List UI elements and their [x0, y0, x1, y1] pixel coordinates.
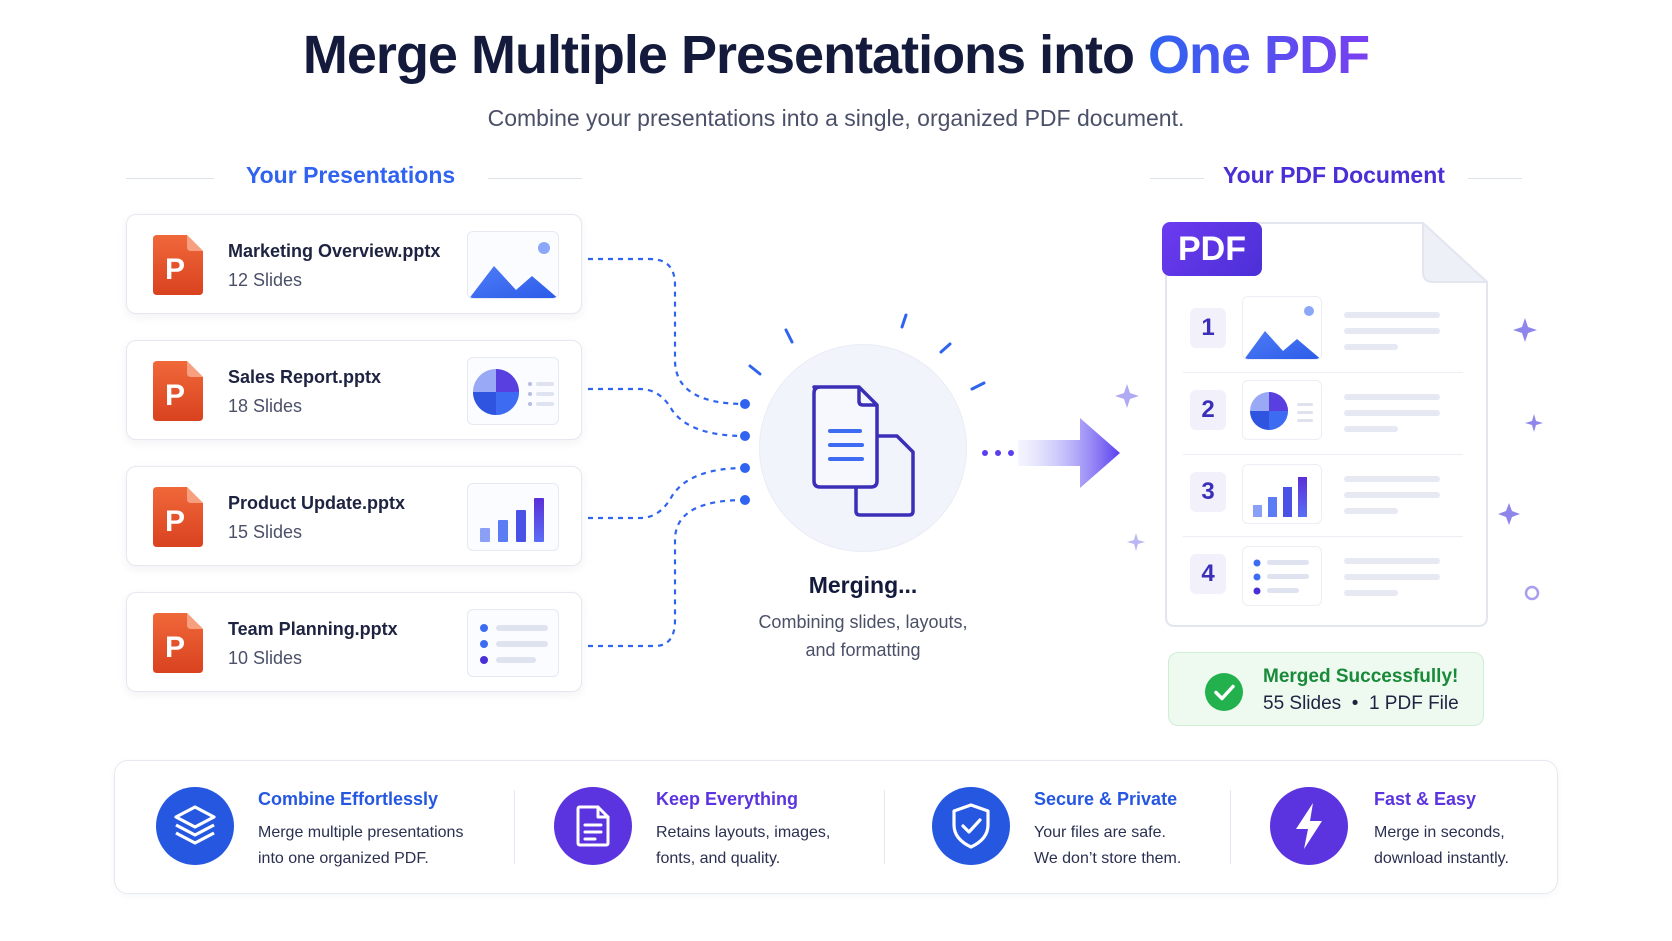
pdf-document-heading: Your PDF Document — [1223, 162, 1445, 188]
presentation-name: Sales Report.pptx — [228, 367, 382, 387]
presentation-card[interactable]: P Sales Report.pptx 18 Slides — [126, 340, 582, 440]
divider — [126, 178, 214, 179]
pdf-badge: PDF — [1162, 222, 1262, 276]
divider — [1183, 372, 1463, 373]
text-line — [1344, 590, 1398, 596]
presentation-name: Team Planning.pptx — [228, 619, 398, 639]
feature-title: Fast & Easy — [1374, 789, 1477, 809]
presentation-card[interactable]: P Marketing Overview.pptx 12 Slides — [126, 214, 582, 314]
text-line — [1344, 410, 1440, 416]
title-accent: One PDF — [1148, 25, 1370, 85]
pie-chart-thumbnail-icon — [467, 357, 559, 425]
divider — [1183, 454, 1463, 455]
presentation-card[interactable]: P Product Update.pptx 15 Slides — [126, 466, 582, 566]
check-circle-icon — [1205, 673, 1243, 711]
presentation-slide-count: 18 Slides — [228, 396, 303, 416]
divider — [1183, 536, 1463, 537]
document-icon — [554, 787, 632, 865]
success-title: Merged Successfully! — [1263, 666, 1459, 687]
feature-description: Retains layouts, images,fonts, and quali… — [656, 824, 831, 867]
page-number: 1 — [1190, 308, 1226, 348]
bar-chart-thumbnail-icon — [467, 483, 559, 551]
presentation-name: Marketing Overview.pptx — [228, 241, 441, 261]
text-line — [1344, 476, 1440, 482]
text-line — [1344, 492, 1440, 498]
image-thumbnail-icon — [467, 231, 559, 299]
presentation-slide-count: 15 Slides — [228, 522, 303, 542]
layers-icon — [156, 787, 234, 865]
text-line — [1344, 344, 1398, 350]
text-line — [1344, 328, 1440, 334]
feature-title: Combine Effortlessly — [258, 789, 439, 809]
pie-chart-thumbnail-icon — [1242, 380, 1322, 440]
divider — [884, 790, 885, 864]
text-line — [1344, 558, 1440, 564]
success-summary: 55 Slides • 1 PDF File — [1263, 693, 1459, 714]
image-thumbnail-icon — [1242, 296, 1322, 360]
powerpoint-file-icon: P — [153, 613, 203, 673]
bar-chart-thumbnail-icon — [1242, 464, 1322, 524]
presentation-slide-count: 10 Slides — [228, 648, 303, 668]
list-thumbnail-icon — [467, 609, 559, 677]
svg-text:P: P — [165, 253, 185, 286]
text-line — [1344, 394, 1440, 400]
shield-check-icon — [932, 787, 1010, 865]
documents-icon — [812, 385, 915, 517]
list-thumbnail-icon — [1242, 546, 1322, 606]
merging-indicator — [760, 345, 966, 551]
presentation-name: Product Update.pptx — [228, 493, 406, 513]
divider — [1468, 178, 1522, 179]
feature-description: Merge in seconds,download instantly. — [1374, 824, 1509, 867]
page-number: 4 — [1190, 554, 1226, 594]
feature-title: Keep Everything — [656, 789, 799, 809]
feature-title: Secure & Private — [1034, 789, 1178, 809]
svg-text:P: P — [165, 631, 185, 664]
divider — [1230, 790, 1231, 864]
merging-description: Combining slides, layouts, and formattin… — [758, 612, 968, 660]
text-line — [1344, 508, 1398, 514]
powerpoint-file-icon: P — [153, 487, 203, 547]
divider — [1150, 178, 1204, 179]
presentation-slide-count: 12 Slides — [228, 270, 303, 290]
feature-description: Your files are safe.We don’t store them. — [1034, 824, 1182, 867]
svg-text:P: P — [165, 379, 185, 412]
powerpoint-file-icon: P — [153, 361, 203, 421]
text-line — [1344, 574, 1440, 580]
page-number: 3 — [1190, 472, 1226, 512]
page-subtitle: Combine your presentations into a single… — [487, 105, 1185, 131]
divider — [514, 790, 515, 864]
page-title: Merge Multiple Presentations into One PD… — [302, 25, 1370, 85]
success-banner: Merged Successfully! 55 Slides • 1 PDF F… — [1168, 652, 1484, 726]
text-line — [1344, 312, 1440, 318]
presentations-heading: Your Presentations — [246, 162, 456, 188]
lightning-icon — [1270, 787, 1348, 865]
text-line — [1344, 426, 1398, 432]
presentation-card[interactable]: P Team Planning.pptx 10 Slides — [126, 592, 582, 692]
svg-text:P: P — [165, 505, 185, 538]
powerpoint-file-icon: P — [153, 235, 203, 295]
merging-title: Merging... — [808, 572, 918, 598]
divider — [488, 178, 582, 179]
page-number: 2 — [1190, 390, 1226, 430]
